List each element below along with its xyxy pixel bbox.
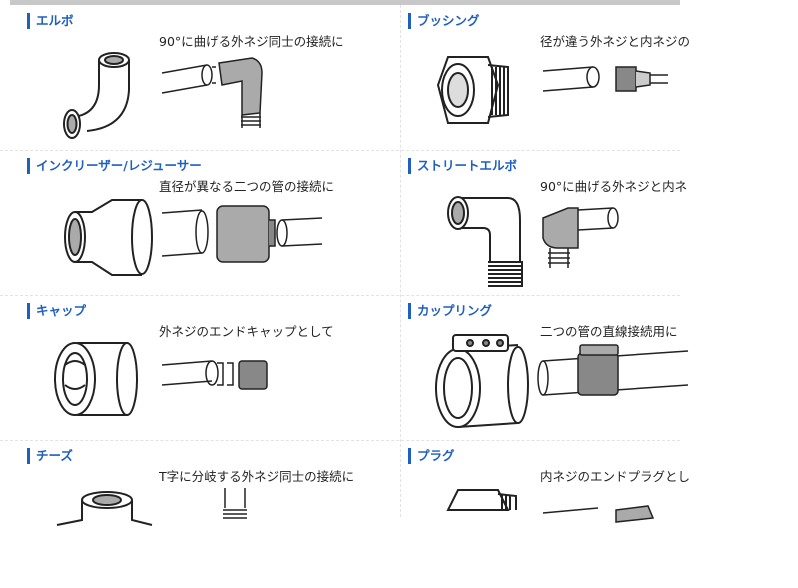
product-card-reducer[interactable]: インクリーザー/レジューサー 直径が異なる二つの管の接続に bbox=[27, 158, 417, 298]
product-card-tee[interactable]: チーズ T字に分岐する外ネジ同士の接続に bbox=[27, 448, 417, 588]
plug-usage-illustration bbox=[542, 505, 655, 523]
column-divider bbox=[400, 5, 401, 517]
street-elbow-usage-illustration bbox=[542, 207, 619, 268]
street-elbow-fitting-image bbox=[447, 196, 523, 287]
product-card-cap[interactable]: キャップ 外ネジのエンドキャップとして bbox=[27, 303, 417, 443]
product-title[interactable]: インクリーザー/レジューサー bbox=[27, 158, 202, 174]
product-description: 内ネジのエンドプラグとし bbox=[540, 469, 691, 484]
row-divider bbox=[0, 295, 680, 296]
product-title[interactable]: チーズ bbox=[27, 448, 73, 464]
elbow-fitting-image bbox=[63, 52, 130, 139]
tee-fitting-image bbox=[56, 491, 153, 526]
product-description: 直径が異なる二つの管の接続に bbox=[159, 179, 335, 194]
product-title[interactable]: ブッシング bbox=[408, 13, 480, 29]
product-card-bushing[interactable]: ブッシング 径が違う外ネジと内ネジの bbox=[408, 13, 798, 153]
plug-fitting-image bbox=[446, 489, 517, 511]
product-title[interactable]: キャップ bbox=[27, 303, 86, 319]
product-description: T字に分岐する外ネジ同士の接続に bbox=[159, 469, 355, 484]
top-border bbox=[10, 0, 680, 5]
tee-usage-illustration bbox=[223, 488, 247, 519]
product-card-coupling[interactable]: カップリング 二つの管の直線接続用に bbox=[408, 303, 798, 443]
reducer-fitting-image bbox=[64, 199, 153, 276]
product-title[interactable]: ストリートエルボ bbox=[408, 158, 517, 174]
elbow-usage-illustration bbox=[161, 57, 263, 128]
product-card-plug[interactable]: プラグ 内ネジのエンドプラグとし bbox=[408, 448, 798, 588]
reducer-usage-illustration bbox=[161, 205, 323, 263]
product-card-elbow[interactable]: エルボ 90°に曲げる外ネジ同士の接続に bbox=[27, 13, 417, 153]
product-description: 径が違う外ネジと内ネジの bbox=[540, 34, 691, 49]
product-title[interactable]: プラグ bbox=[408, 448, 455, 464]
bushing-fitting-image bbox=[436, 56, 509, 124]
product-description: 二つの管の直線接続用に bbox=[540, 324, 678, 339]
row-divider bbox=[0, 440, 680, 441]
product-title[interactable]: エルボ bbox=[27, 13, 74, 29]
product-description: 外ネジのエンドキャップとして bbox=[159, 324, 334, 339]
row-divider bbox=[0, 150, 680, 151]
product-title[interactable]: カップリング bbox=[408, 303, 492, 319]
coupling-fitting-image bbox=[435, 334, 529, 428]
cap-fitting-image bbox=[54, 342, 138, 416]
cap-usage-illustration bbox=[161, 360, 268, 390]
coupling-usage-illustration bbox=[537, 344, 689, 396]
bushing-usage-illustration bbox=[542, 66, 668, 92]
product-card-street-elbow[interactable]: ストリートエルボ 90°に曲げる外ネジと内ネ bbox=[408, 158, 798, 298]
product-description: 90°に曲げる外ネジと内ネ bbox=[540, 179, 688, 194]
product-description: 90°に曲げる外ネジ同士の接続に bbox=[159, 34, 344, 49]
